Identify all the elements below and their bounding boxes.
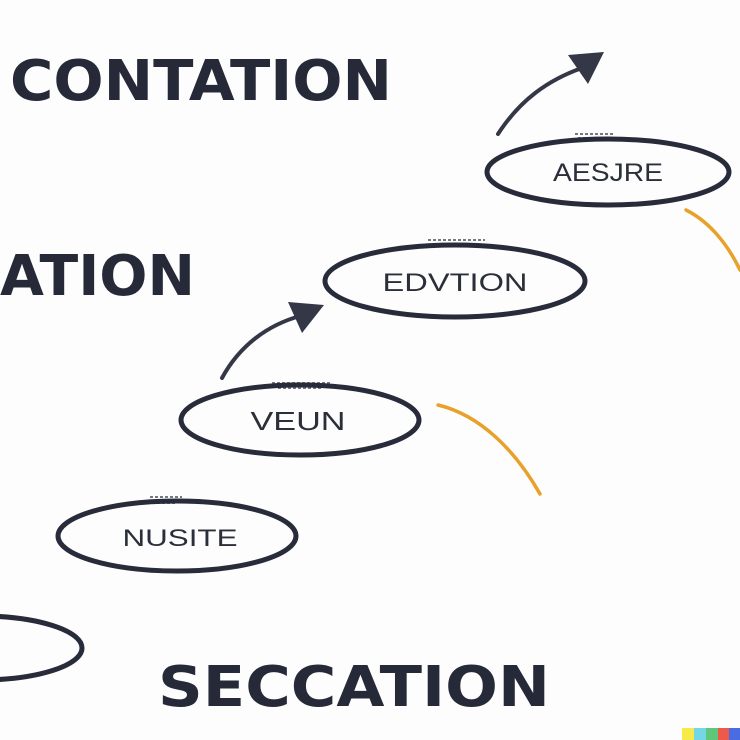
scribble-mark <box>272 382 330 389</box>
heading-bottom: SECCATION <box>158 655 550 720</box>
curved-arrow-icon <box>496 52 604 136</box>
heading-top: CONTATION <box>10 49 392 114</box>
watermark-stripe <box>706 728 718 740</box>
node-ring <box>0 614 85 682</box>
watermark-stripe <box>718 728 729 740</box>
watermark-stripe <box>729 728 740 740</box>
node-label: AESJRE <box>553 159 663 187</box>
node-veun: VEUN <box>178 382 422 458</box>
node-label: EDVTION <box>383 269 528 297</box>
node-label: VEUN <box>251 406 346 436</box>
color-stripe-watermark <box>682 728 740 740</box>
node-nusite: NUSITE <box>55 496 299 574</box>
orange-arc <box>684 208 740 272</box>
node-partial <box>0 614 85 682</box>
node-ring <box>322 242 588 320</box>
watermark-stripe <box>682 728 694 740</box>
watermark-stripe <box>694 728 706 740</box>
curved-arrow-icon <box>220 302 324 380</box>
node-aesjre: AESJRE <box>484 133 732 208</box>
node-label: NUSITE <box>123 525 238 552</box>
orange-arc <box>436 403 542 496</box>
node-ring <box>178 382 422 458</box>
node-edvtion: EDVTION <box>322 239 588 320</box>
node-ring <box>55 498 299 574</box>
node-ring <box>484 136 732 208</box>
heading-middle: ATION <box>0 244 195 309</box>
